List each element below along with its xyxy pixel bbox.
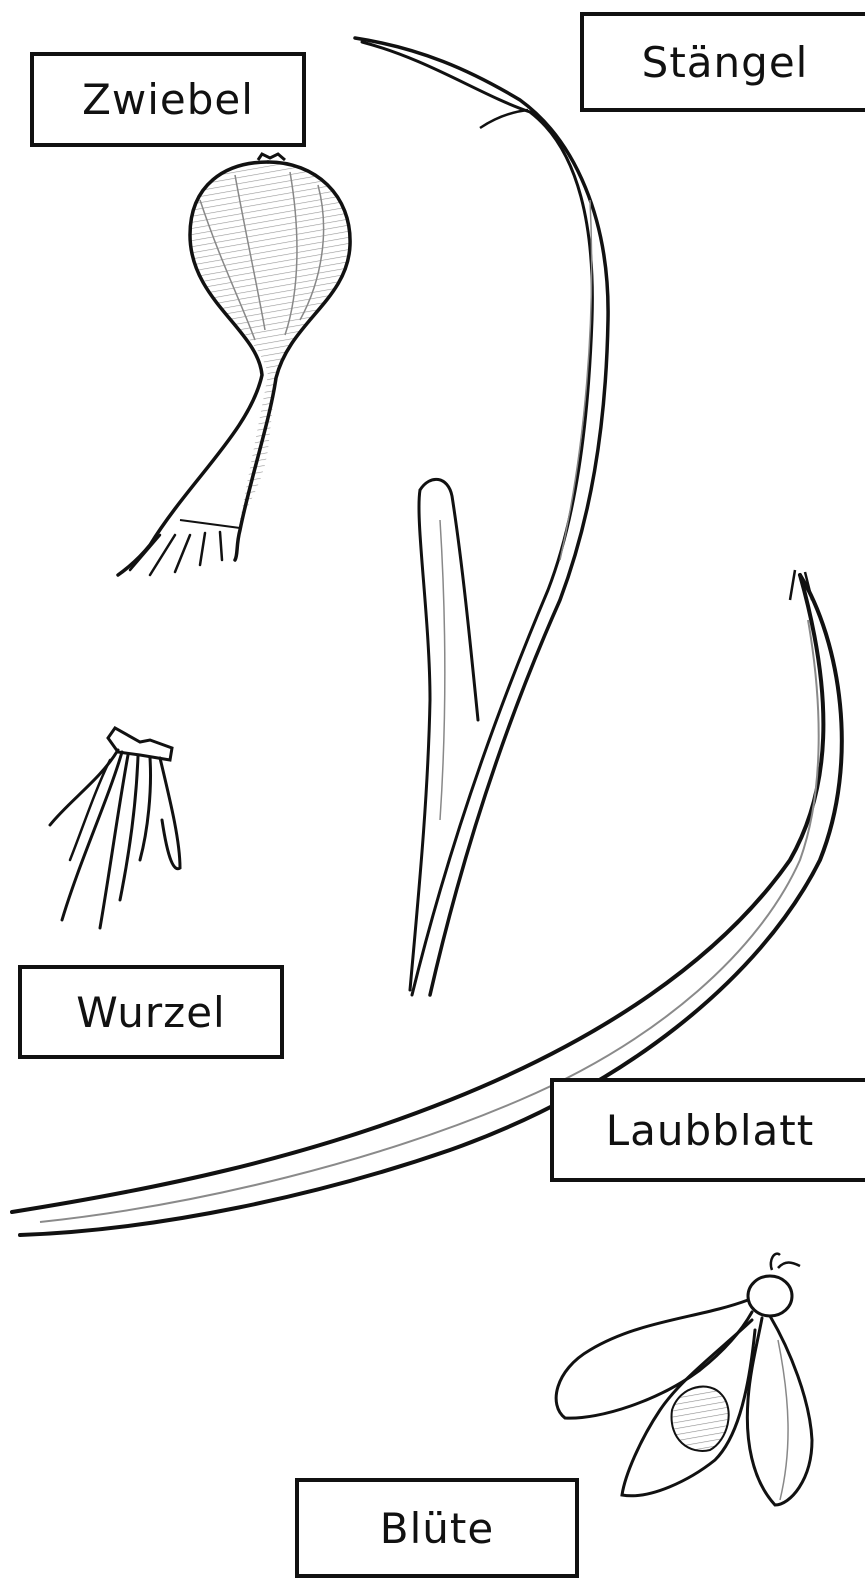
- label-flower-text: Blüte: [380, 1504, 494, 1553]
- label-leaf: Laubblatt: [550, 1078, 865, 1182]
- label-leaf-text: Laubblatt: [606, 1106, 814, 1155]
- label-stem-text: Stängel: [642, 38, 809, 87]
- label-bulb: Zwiebel: [30, 52, 306, 147]
- stem-drawing: [355, 38, 608, 995]
- label-stem: Stängel: [580, 12, 865, 112]
- label-root: Wurzel: [18, 965, 284, 1059]
- label-root-text: Wurzel: [76, 988, 225, 1037]
- root-drawing: [50, 728, 180, 928]
- flower-drawing: [556, 1254, 812, 1505]
- bulb-drawing: [118, 154, 350, 575]
- label-bulb-text: Zwiebel: [82, 75, 254, 124]
- label-flower: Blüte: [295, 1478, 579, 1578]
